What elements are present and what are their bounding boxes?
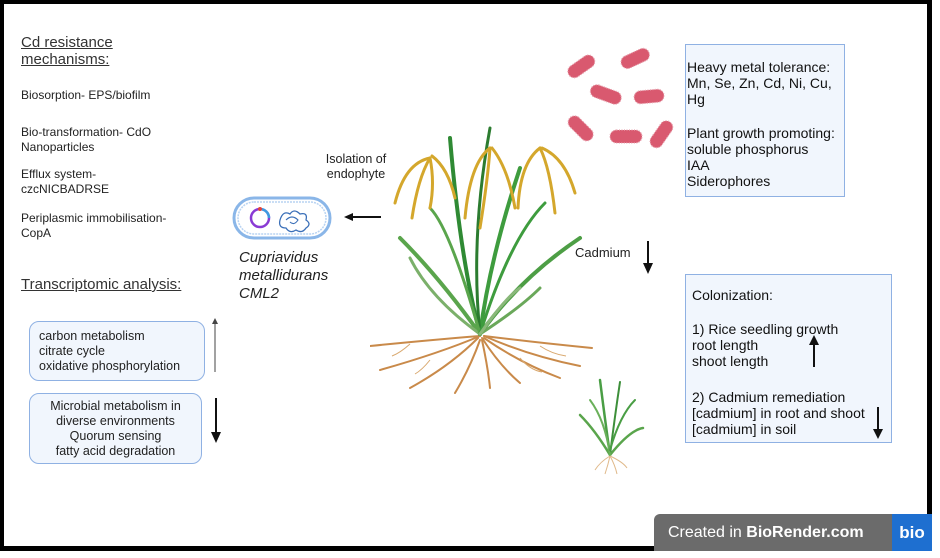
growth-item: shoot length	[692, 353, 769, 369]
transcriptomic-heading: Transcriptomic analysis:	[21, 276, 182, 293]
mechanism-item: Biosorption- EPS/biofilm	[21, 88, 150, 103]
rice-seedling-illustration	[578, 378, 645, 475]
colonization-title: Colonization:	[692, 287, 773, 303]
up-arrow-icon	[212, 318, 218, 372]
downregulated-item: fatty acid degradation	[55, 444, 176, 458]
biorender-watermark[interactable]: Created in BioRender.com bio	[654, 514, 932, 551]
cd-resistance-heading: Cd resistance mechanisms:	[21, 34, 113, 68]
cadmium-down-arrow-icon	[643, 241, 653, 274]
mechanism-line: Bio-transformation- CdO	[21, 125, 152, 139]
upregulated-item: oxidative phosphorylation	[39, 359, 181, 373]
mechanism-line: Nanoparticles	[21, 140, 95, 154]
downregulated-box: Microbial metabolism in diverse environm…	[29, 393, 202, 464]
watermark-text: Created in BioRender.com	[654, 524, 892, 542]
upregulated-item: citrate cycle	[39, 344, 105, 358]
mechanism-line: Efflux system-	[21, 167, 97, 181]
remediation-title: 2) Cadmium remediation	[692, 389, 846, 405]
biorender-logo-icon: bio	[892, 514, 932, 551]
pgp-item: IAA	[687, 157, 710, 173]
isolation-label-line: Isolation of	[325, 152, 387, 166]
left-arrow-icon	[344, 213, 381, 221]
cadmium-label: Cadmium	[575, 245, 631, 260]
downregulated-item: diverse environments	[56, 414, 175, 428]
heavy-metal-list: Mn, Se, Zn, Cd, Ni, Cu, Hg	[687, 75, 832, 107]
mechanism-line: czcNICBADRSE	[21, 182, 110, 196]
cd-heading-line1: Cd resistance	[21, 34, 113, 51]
growth-up-arrow-icon	[809, 335, 819, 367]
species-genus: Cupriavidus	[239, 249, 319, 266]
traits-box: Heavy metal tolerance: Mn, Se, Zn, Cd, N…	[685, 44, 845, 197]
watermark-prefix: Created in	[668, 523, 747, 541]
isolation-label-line: endophyte	[326, 167, 386, 181]
mechanism-line: Periplasmic immobilisation-	[21, 211, 167, 225]
strain-id: CML2	[239, 285, 280, 302]
remediation-down-arrow-icon	[873, 407, 883, 439]
growth-title: 1) Rice seedling growth	[692, 321, 839, 337]
downregulated-item: Quorum sensing	[69, 429, 162, 443]
remediation-item: [cadmium] in root and shoot	[692, 405, 865, 421]
remediation-item: [cadmium] in soil	[692, 421, 797, 437]
mechanism-item: Efflux system- czcNICBADRSE	[21, 167, 109, 197]
down-arrow-icon	[211, 398, 221, 443]
pgp-title: Plant growth promoting:	[687, 125, 835, 141]
upregulated-item: carbon metabolism	[39, 329, 145, 343]
species-name: Cupriavidus metallidurans CML2	[239, 249, 328, 303]
isolation-label: Isolation of endophyte	[323, 152, 389, 182]
mechanism-line: Biosorption- EPS/biofilm	[21, 88, 151, 102]
colonization-box: Colonization: 1) Rice seedling growth ro…	[685, 274, 892, 443]
mechanism-item: Bio-transformation- CdO Nanoparticles	[21, 125, 151, 155]
rice-plant-illustration	[370, 126, 593, 394]
mechanism-line: CopA	[21, 226, 52, 240]
heavy-metal-title: Heavy metal tolerance:	[687, 59, 831, 75]
watermark-brand: BioRender.com	[746, 523, 864, 541]
mechanism-item: Periplasmic immobilisation- CopA	[21, 211, 166, 241]
cd-heading-line2: mechanisms:	[21, 51, 110, 68]
growth-item: root length	[692, 337, 759, 353]
bacterium-cell-icon	[232, 196, 332, 240]
downregulated-item: Microbial metabolism in	[50, 399, 181, 413]
pgp-item: soluble phosphorus	[687, 141, 809, 157]
bacteria-cluster-icon	[567, 47, 674, 149]
upregulated-box: carbon metabolism citrate cycle oxidativ…	[29, 321, 205, 381]
pgp-item: Siderophores	[687, 173, 771, 189]
species-epithet: metallidurans	[239, 267, 329, 284]
